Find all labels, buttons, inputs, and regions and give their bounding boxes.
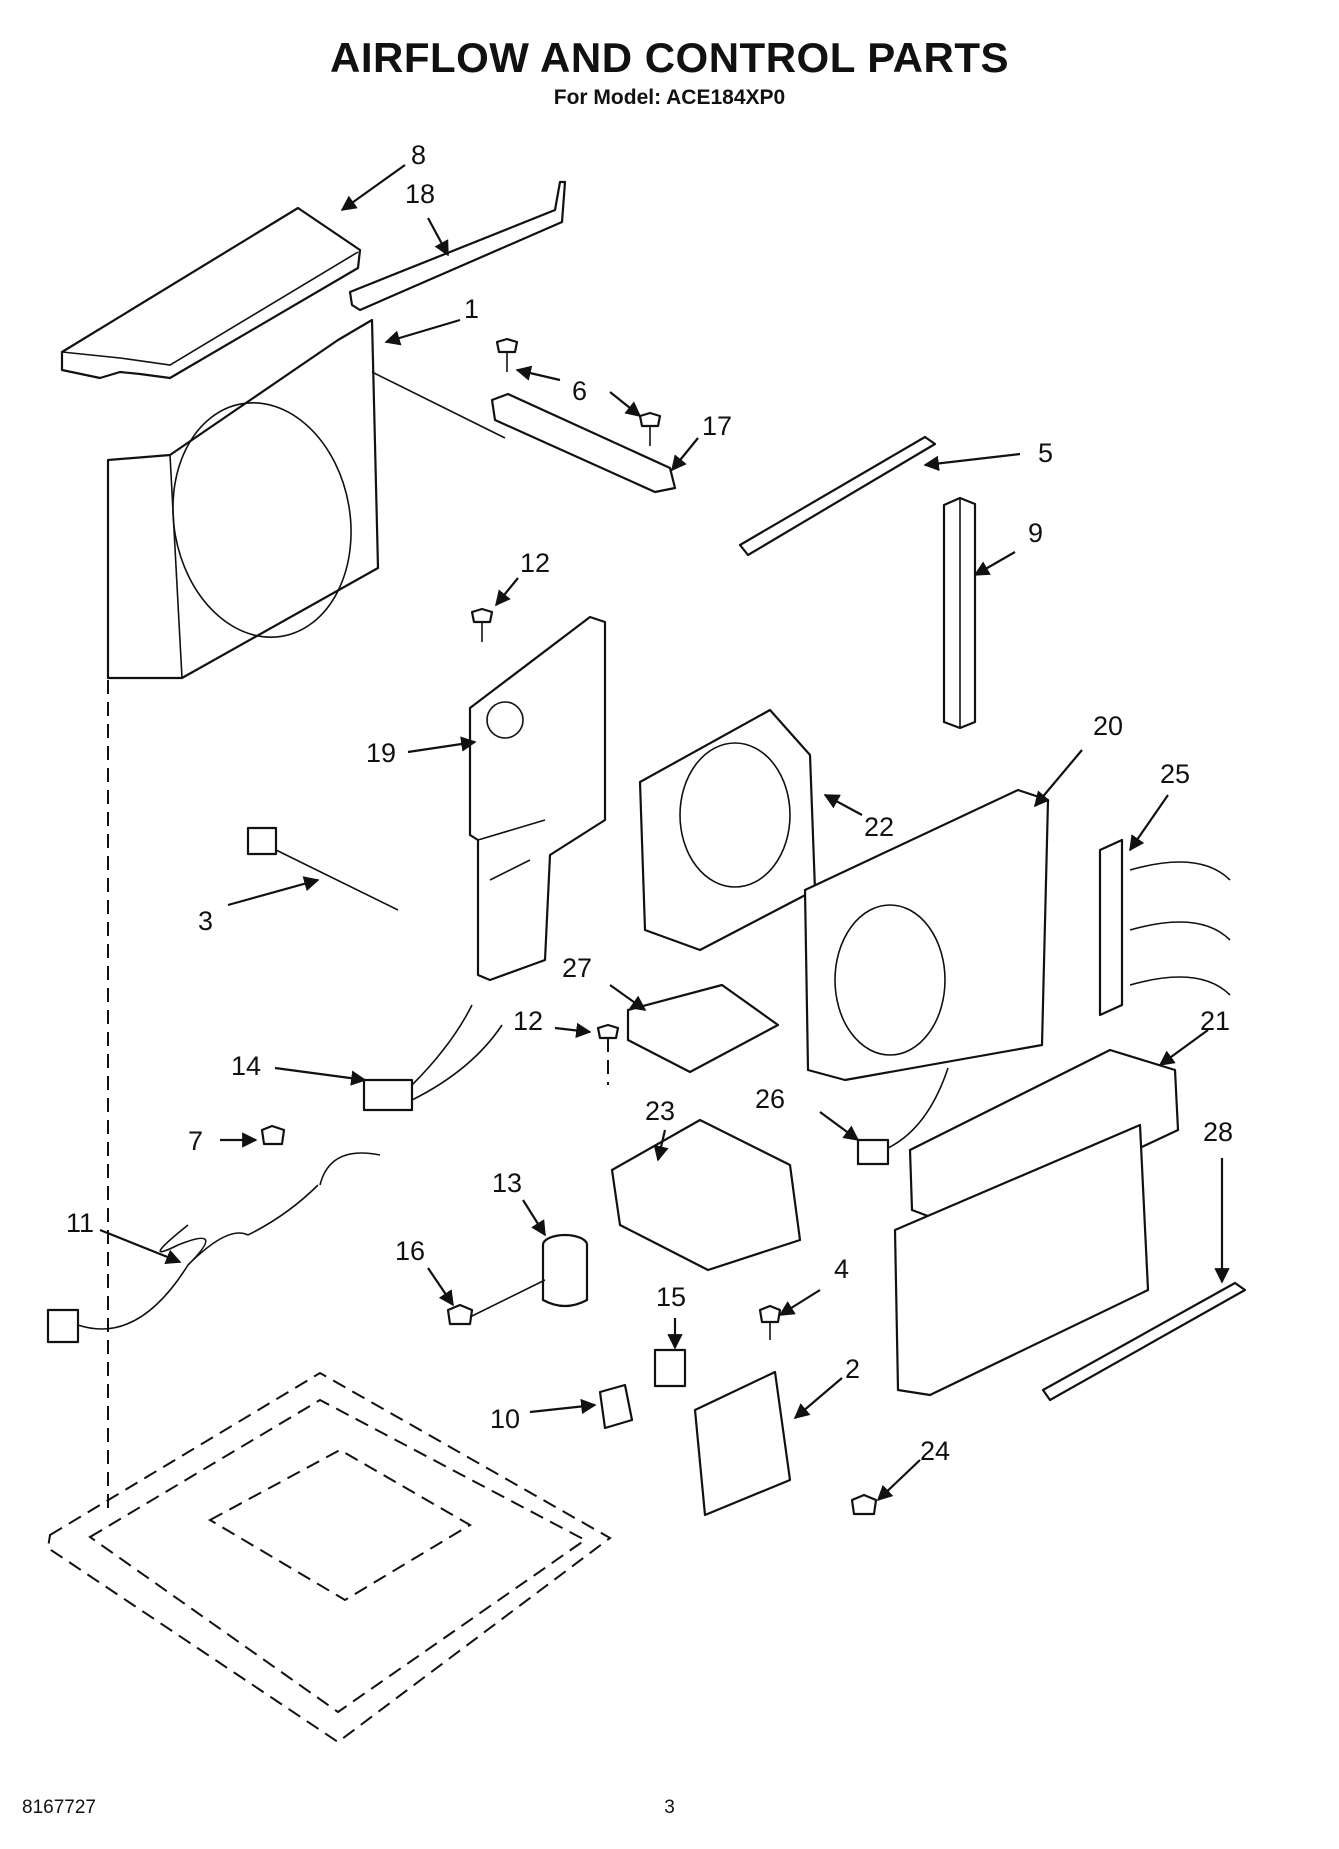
part-1-shroud [106,318,506,680]
part-23-control-box [610,1118,802,1272]
callout-24: 24 [920,1436,950,1466]
callout-labels: 8 18 1 6 17 5 9 12 19 22 20 25 3 27 12 1… [66,140,1233,1466]
part-19-side-panel [468,615,607,982]
part-22-blower-housing [638,708,817,952]
callout-22: 22 [864,812,894,842]
part-12-screw-upper [470,607,494,642]
part-14-harness [362,1004,503,1112]
callout-10: 10 [490,1404,520,1434]
page-number: 3 [664,1797,675,1818]
callout-15: 15 [656,1282,686,1312]
callout-12a: 12 [520,548,550,578]
part-8-top-panel [60,206,362,380]
callout-1: 1 [464,294,479,324]
part-28-rail [1041,1281,1247,1402]
callout-6: 6 [572,376,587,406]
part-7-screw [260,1124,286,1146]
callout-5: 5 [1038,438,1053,468]
part-26-connector [856,1067,949,1166]
part-17-bracket [490,392,677,494]
part-6-screw-a [495,337,519,372]
callout-8: 8 [411,140,426,170]
part-9-vertical-rail [942,496,977,730]
callout-25: 25 [1160,759,1190,789]
base-pan [46,680,612,1744]
part-16-screw [446,1279,546,1326]
callout-20: 20 [1093,711,1123,741]
part-27-plate [626,983,780,1074]
part-20-partition [803,788,1050,1082]
part-4-screw [758,1304,782,1340]
part-10-switch [598,1383,634,1430]
callout-2: 2 [845,1354,860,1384]
page-title: AIRFLOW AND CONTROL PARTS [329,34,1009,81]
callout-19: 19 [366,738,396,768]
callout-16: 16 [395,1236,425,1266]
callout-18: 18 [405,179,435,209]
callout-11: 11 [66,1208,94,1238]
callout-7: 7 [188,1126,203,1156]
part-2-control-panel [693,1370,792,1517]
part-13-capacitor [541,1233,589,1308]
callout-9: 9 [1028,518,1043,548]
callout-27: 27 [562,953,592,983]
part-24-screw [850,1493,878,1516]
part-15-clip [653,1348,687,1388]
callout-26: 26 [755,1084,785,1114]
leader-lines [99,164,1230,1502]
part-21-air-duct [893,1048,1180,1397]
callout-13: 13 [492,1168,522,1198]
callout-17: 17 [702,411,732,441]
callout-23: 23 [645,1096,675,1126]
callout-3: 3 [198,906,213,936]
part-6-screw-b [638,411,662,446]
part-18-seal-strip [348,180,567,312]
callout-28: 28 [1203,1117,1233,1147]
callout-21: 21 [1200,1006,1230,1036]
callout-4: 4 [834,1254,849,1284]
callout-14: 14 [231,1051,261,1081]
document-number: 8167727 [22,1797,96,1818]
callout-12b: 12 [513,1006,543,1036]
model-subtitle: For Model: ACE184XP0 [553,86,786,109]
part-5-rail [738,435,937,557]
part-12-screw-lower [596,1023,620,1085]
part-3-control-shaft [246,826,399,911]
part-25-heater [1098,838,1231,1017]
part-11-power-cord [46,1152,381,1344]
